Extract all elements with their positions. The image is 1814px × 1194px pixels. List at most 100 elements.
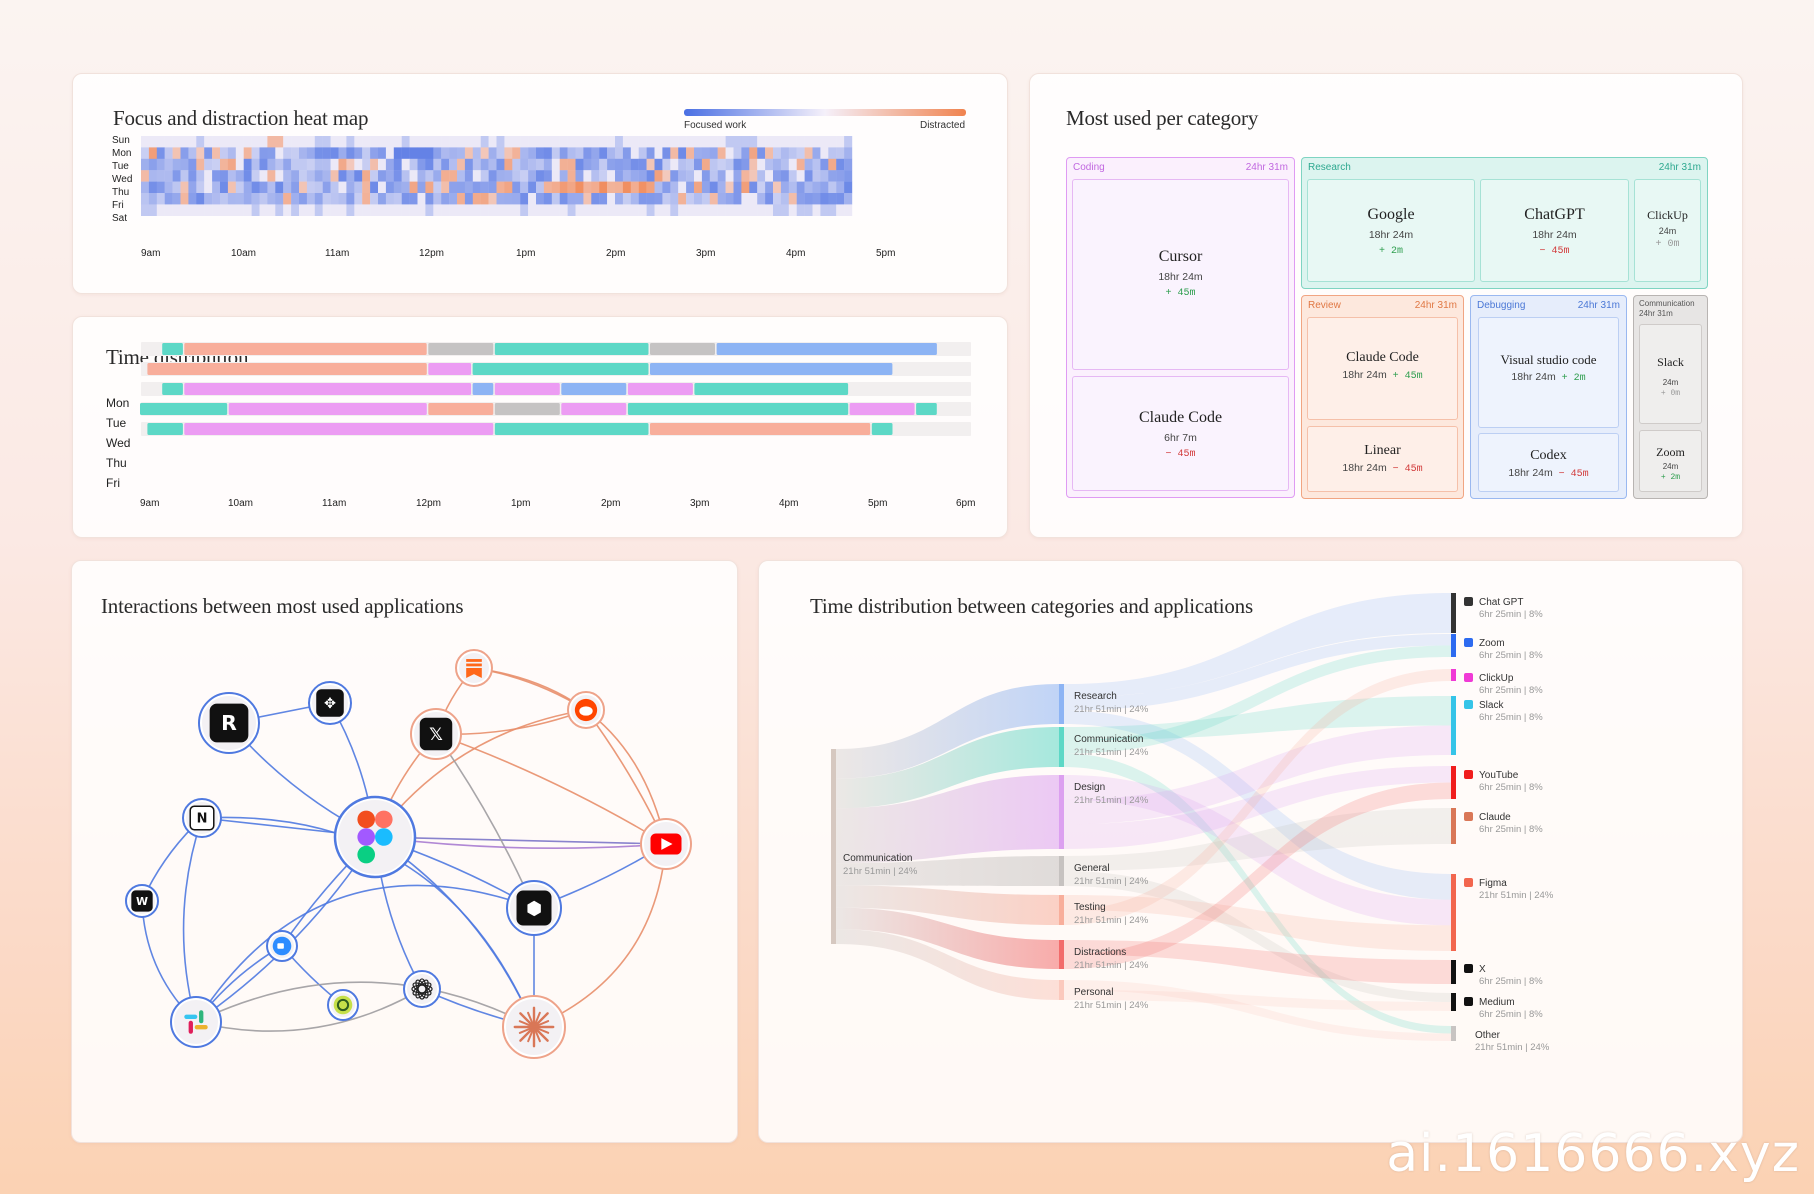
heatmap-cell	[227, 170, 236, 182]
heatmap-cell	[788, 158, 797, 171]
time-segment	[494, 383, 560, 395]
app-tile-cursor[interactable]: Cursor 18hr 24m + 45m	[1072, 179, 1289, 370]
heatmap-cell	[496, 147, 505, 159]
heatmap-cell	[694, 136, 703, 148]
heatmap-cell	[370, 193, 379, 205]
app-tile-claude-code[interactable]: Claude Code 6hr 7m − 45m	[1072, 376, 1289, 491]
app-tile-vscode[interactable]: Visual studio code 18hr 24m + 2m	[1478, 317, 1619, 428]
app-tile-linear[interactable]: Linear 18hr 24m − 45m	[1307, 426, 1458, 492]
heatmap-cell	[314, 136, 323, 148]
heatmap-cell	[227, 158, 236, 171]
heatmap-cell	[686, 147, 695, 159]
svg-text:R: R	[221, 711, 237, 735]
heatmap-cell	[299, 158, 308, 171]
heatmap-cell	[638, 147, 647, 159]
heatmap-cell	[401, 170, 410, 182]
app-tile-claude-code-review[interactable]: Claude Code 18hr 24m + 45m	[1307, 317, 1458, 420]
heatmap-cell	[543, 193, 552, 205]
heatmap-cell	[378, 136, 387, 148]
day-label: Wed	[106, 436, 131, 450]
sankey-flow	[1064, 634, 1451, 711]
heatmap-cell	[188, 181, 197, 194]
heatmap-cell	[812, 147, 821, 159]
category-total: 24hr 31m	[1658, 162, 1701, 173]
heatmap-cell	[220, 193, 229, 205]
category-research[interactable]: Research 24hr 31m Google 18hr 24m + 2m C…	[1301, 157, 1708, 289]
heatmap-cell	[378, 158, 387, 171]
app-tile-clickup[interactable]: ClickUp 24m + 0m	[1634, 179, 1701, 282]
time-segment	[147, 363, 427, 375]
heatmap-cell	[828, 181, 837, 194]
sankey-sublabel: 6hr 25min | 8%	[1479, 650, 1543, 661]
heatmap-cell	[678, 147, 687, 159]
heatmap-cell	[172, 181, 181, 194]
category-coding[interactable]: Coding 24hr 31m Cursor 18hr 24m + 45m Cl…	[1066, 157, 1295, 498]
app-tile-slack[interactable]: Slack 24m + 0m	[1639, 324, 1702, 424]
network-edge	[435, 733, 667, 845]
heatmap-cell	[504, 136, 513, 148]
heatmap-cell	[820, 170, 829, 182]
app-name: Google	[1367, 206, 1415, 223]
heatmap-cell	[385, 193, 394, 205]
sankey-flow	[836, 929, 1059, 1000]
heatmap-cell	[796, 136, 805, 148]
app-tile-google[interactable]: Google 18hr 24m + 2m	[1307, 179, 1475, 282]
category-debugging[interactable]: Debugging 24hr 31m Visual studio code 18…	[1470, 295, 1627, 499]
heatmap-cell	[322, 181, 331, 194]
heatmap-cell	[765, 147, 774, 159]
heatmap-cell	[275, 204, 284, 216]
heatmap-cell	[227, 136, 236, 148]
heatmap-cell	[773, 204, 782, 216]
app-tile-chatgpt[interactable]: ChatGPT 18hr 24m − 45m	[1480, 179, 1629, 282]
clickup-icon	[1464, 673, 1473, 682]
heatmap-cell	[488, 181, 497, 194]
heatmap-cell	[441, 147, 450, 159]
heatmap-cell	[701, 170, 710, 182]
heatmap-cell	[757, 158, 766, 171]
app-tile-zoom[interactable]: Zoom 24m + 2m	[1639, 430, 1702, 492]
heatmap-cell	[204, 204, 213, 216]
heatmap-cell	[433, 147, 442, 159]
heatmap-cell	[457, 136, 466, 148]
heatmap-cell	[622, 147, 631, 159]
app-tile-codex[interactable]: Codex 18hr 24m − 45m	[1478, 433, 1619, 492]
heatmap-cell	[615, 170, 624, 182]
heatmap-cell	[488, 158, 497, 171]
heatmap-cell	[496, 170, 505, 182]
sankey-flow	[1064, 593, 1451, 698]
sankey-node-app	[1451, 993, 1456, 1011]
heatmap-cell	[528, 193, 537, 205]
heatmap-cell	[725, 170, 734, 182]
heatmap-cell	[180, 193, 189, 205]
heatmap-cell	[480, 204, 489, 216]
heatmap-cell	[235, 170, 244, 182]
heatmap-cell	[812, 204, 821, 216]
heatmap-cell	[299, 204, 308, 216]
heatmap-cell	[338, 158, 347, 171]
category-communication[interactable]: Communication 24hr 31m Slack 24m + 0m Zo…	[1633, 295, 1708, 499]
category-label: Research	[1308, 162, 1351, 173]
tick-label: 3pm	[690, 498, 710, 509]
heatmap-cell	[678, 158, 687, 171]
heatmap-cell	[551, 204, 560, 216]
heatmap-cell	[686, 193, 695, 205]
sankey-node-app	[1451, 766, 1456, 799]
time-segment	[561, 383, 627, 395]
heatmap-cell	[701, 147, 710, 159]
sankey-flow	[836, 727, 1059, 809]
heatmap-cell	[362, 158, 371, 171]
category-review[interactable]: Review 24hr 31m Claude Code 18hr 24m + 4…	[1301, 295, 1464, 499]
heatmap-cell	[496, 158, 505, 171]
sankey-sublabel: 6hr 25min | 8%	[1479, 1009, 1543, 1020]
substack-icon	[466, 659, 482, 679]
heatmap-cell	[220, 181, 229, 194]
x-icon: 𝕏	[419, 717, 453, 751]
sankey-flow	[1064, 696, 1451, 741]
sankey-sublabel: 21hr 51min | 24%	[1475, 1042, 1550, 1053]
app-name: Linear	[1364, 443, 1401, 458]
heatmap-cell	[607, 181, 616, 194]
heatmap-cell	[164, 193, 173, 205]
heatmap-cell	[844, 181, 853, 194]
heatmap-cell	[780, 147, 789, 159]
heatmap-cell	[180, 158, 189, 171]
